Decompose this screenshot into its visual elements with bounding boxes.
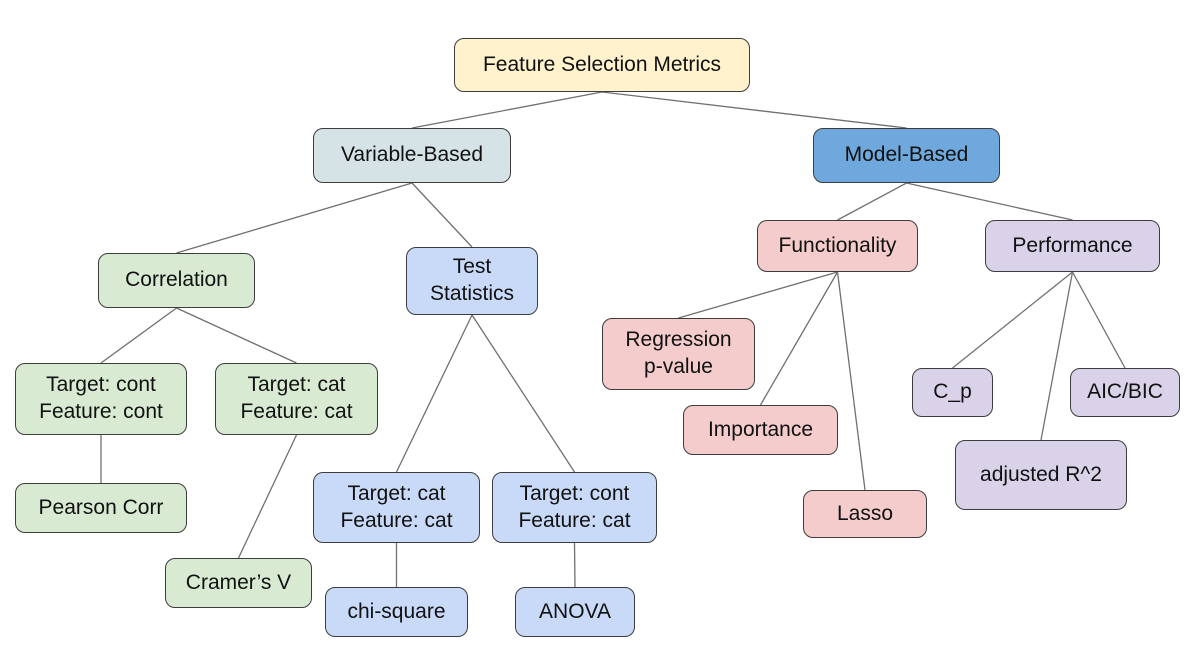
edge [471, 314, 576, 473]
node-aic-bic: AIC/BIC [1070, 368, 1180, 417]
node-pearson-corr: Pearson Corr [15, 483, 187, 533]
edge [601, 91, 907, 129]
edge [395, 314, 473, 473]
edge [573, 542, 576, 588]
edge [411, 91, 603, 129]
node-lasso: Lasso [803, 490, 927, 538]
node-chi-square: chi-square [325, 587, 468, 637]
node-functionality: Functionality [757, 220, 918, 272]
edge [176, 182, 413, 254]
node-correlation: Correlation [98, 253, 255, 308]
edge [678, 271, 838, 319]
edge [952, 271, 1073, 369]
node-target-cont-feature-cat: Target: cont Feature: cat [492, 472, 657, 543]
node-model-based: Model-Based [813, 128, 1000, 183]
node-target-cont-feature-cont: Target: cont Feature: cont [15, 363, 187, 435]
edge [100, 307, 177, 364]
node-target-cat-feature-cat-test: Target: cat Feature: cat [313, 472, 480, 543]
node-regression-p-value: Regression p-value [602, 318, 755, 390]
node-c-p: C_p [912, 368, 993, 417]
node-target-cat-feature-cat-correlation: Target: cat Feature: cat [215, 363, 378, 435]
node-adjusted-r2: adjusted R^2 [955, 440, 1127, 510]
node-test-statistics: Test Statistics [406, 247, 538, 315]
edge [1071, 271, 1126, 369]
edge [411, 182, 473, 248]
edge [836, 271, 866, 491]
node-feature-selection-metrics: Feature Selection Metrics [454, 38, 750, 92]
edge [1040, 271, 1074, 441]
node-anova: ANOVA [515, 587, 635, 637]
edge [906, 182, 1073, 221]
edge [837, 182, 907, 221]
node-importance: Importance [683, 405, 838, 455]
edge [237, 434, 298, 559]
edge [176, 307, 297, 364]
node-performance: Performance [985, 220, 1160, 272]
node-variable-based: Variable-Based [313, 128, 511, 183]
node-cramers-v: Cramer’s V [165, 558, 312, 608]
edge [759, 271, 839, 406]
